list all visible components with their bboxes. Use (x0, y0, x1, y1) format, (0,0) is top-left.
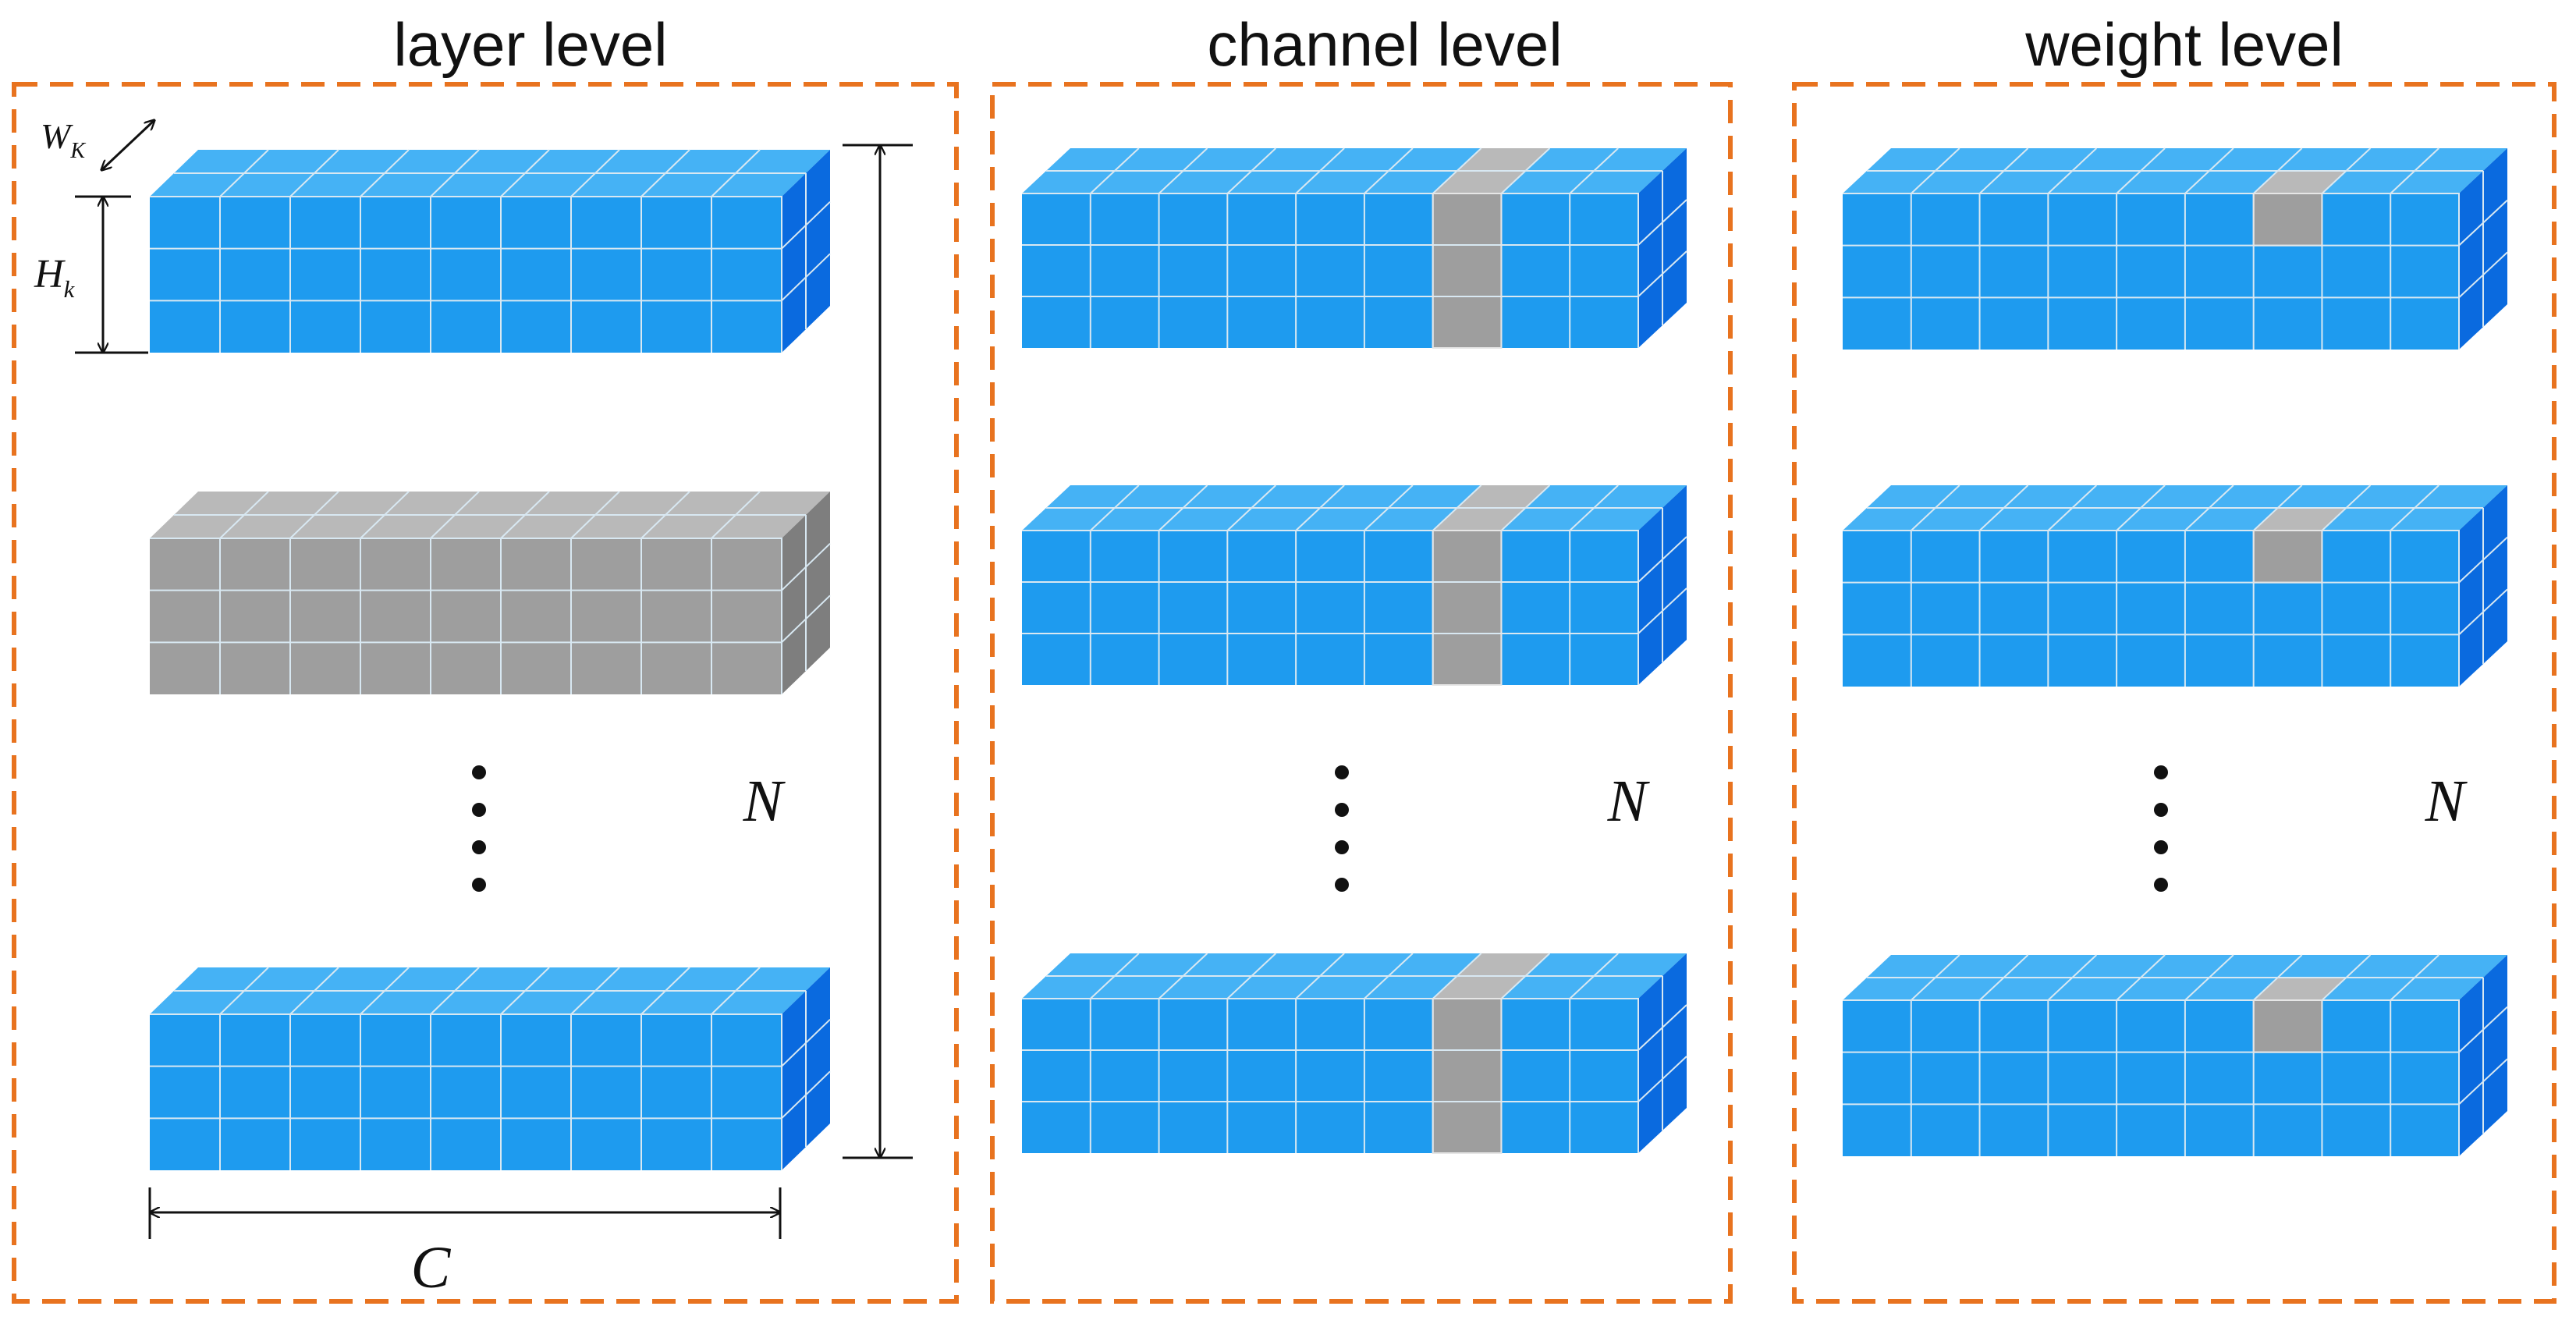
ellipsis-dot-1 (472, 840, 486, 854)
pruned-channel-outline (1432, 998, 1503, 1154)
pruned-weight-outline (2252, 530, 2323, 584)
layer-filter-2 (150, 491, 831, 694)
pruned-channel-outline (1432, 193, 1503, 349)
pruned-channel-outline (1432, 530, 1503, 686)
panel-frame-3 (1792, 82, 2556, 1304)
filter-front-face (150, 538, 782, 694)
ellipsis-dot-3 (2154, 803, 2168, 817)
filter-front-face (1022, 999, 1638, 1153)
wk-label: WK (41, 116, 86, 163)
filter-front-face (150, 197, 782, 353)
panel-title-layer-level: layer level (393, 10, 668, 79)
weight-filter-1 (1843, 147, 2508, 350)
filter-front-face (1843, 531, 2459, 687)
n-label-weight: N (2425, 768, 2468, 834)
ellipsis-dot-2 (1335, 803, 1349, 817)
pruned-weight-top (2253, 508, 2347, 531)
ellipsis-dot-1 (472, 765, 486, 779)
pruned-weight-top (2253, 978, 2347, 1000)
grid-line (150, 1013, 782, 1170)
grid-line (150, 538, 782, 694)
panel-frame-1 (12, 82, 959, 1304)
ellipsis-dot-3 (2154, 765, 2168, 779)
ellipsis-dot-2 (1335, 878, 1349, 892)
c-label: C (411, 1235, 452, 1301)
filter-front-face (1843, 1000, 2459, 1156)
grid-line (1022, 193, 1639, 348)
pruned-channel-front (1432, 193, 1502, 348)
grid-line (1022, 530, 1639, 685)
ellipsis-dot-1 (472, 803, 486, 817)
pruned-weight-top (2253, 171, 2347, 193)
wk-dimension-arrow (101, 120, 154, 170)
grid-line (1022, 998, 1639, 1153)
panel-title-channel-level: channel level (1207, 10, 1563, 79)
weight-filter-2 (1843, 484, 2508, 687)
channel-filter-1 (1022, 147, 1687, 349)
ellipsis-dot-2 (1335, 840, 1349, 854)
pruned-weight-outline (2252, 999, 2323, 1053)
ellipsis-dot-2 (1335, 765, 1349, 779)
channel-filter-3 (1022, 953, 1687, 1154)
layer-filter-3 (150, 967, 831, 1170)
ellipsis-dot-3 (2154, 840, 2168, 854)
n-label-layer: N (743, 768, 786, 834)
ellipsis-dot-3 (2154, 878, 2168, 892)
pruned-weight-front (2253, 1000, 2322, 1052)
n-label-channel: N (1607, 768, 1651, 834)
filter-front-face (1843, 193, 2459, 350)
pruned-channel-front (1432, 531, 1502, 685)
pruned-channel-front (1432, 999, 1502, 1153)
grid-line (150, 196, 782, 353)
ellipsis-dot-1 (472, 878, 486, 892)
grid-line (1843, 999, 2460, 1156)
layer-filter-1 (150, 149, 831, 353)
panel-frame-2 (990, 82, 1733, 1304)
grid-line (1843, 193, 2460, 350)
channel-filter-2 (1022, 484, 1687, 686)
pruned-weight-outline (2252, 193, 2323, 247)
panel-title-weight-level: weight level (2025, 10, 2344, 79)
filter-front-face (150, 1014, 782, 1170)
filter-front-face (1022, 531, 1638, 685)
hk-label: Hk (34, 252, 76, 303)
pruned-weight-front (2253, 531, 2322, 583)
grid-line (1843, 530, 2460, 687)
weight-filter-3 (1843, 954, 2508, 1156)
filter-front-face (1022, 193, 1638, 348)
pruned-weight-front (2253, 193, 2322, 246)
